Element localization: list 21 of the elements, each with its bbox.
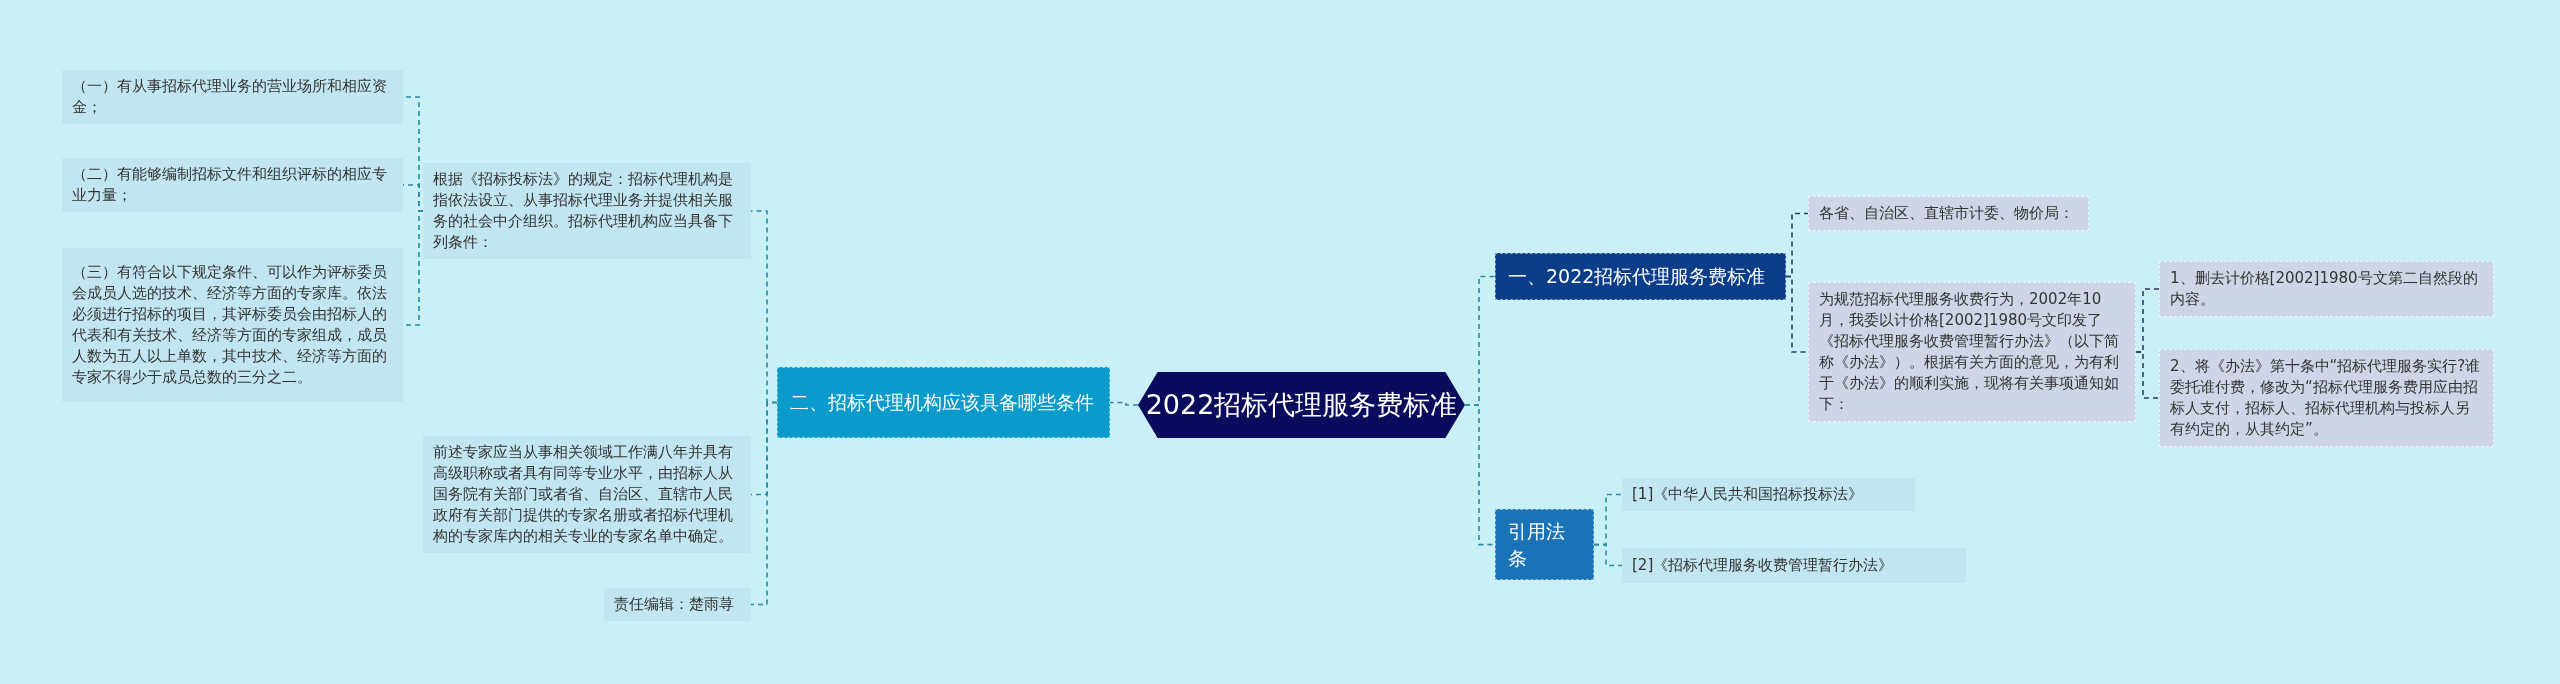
subtopic-box: 根据《招标投标法》的规定：招标代理机构是指依法设立、从事招标代理业务并提供相关服务的社会中介组织。招标代理机构应当具备下列条件： — [423, 163, 751, 259]
connector — [750, 401, 778, 606]
topic-box: 二、招标代理机构应该具备哪些条件 — [777, 367, 1110, 438]
subtopic-box: 2、将《办法》第十条中“招标代理服务实行?谁委托谁付费，修改为“招标代理服务费用应由招标人支付，招标人、招标代理机构与投标人另有约定的，从其约定”。 — [2159, 349, 2494, 447]
connector — [1785, 275, 1809, 353]
topic-box: 一、2022招标代理服务费标准 — [1495, 253, 1786, 300]
subtopic-box: 为规范招标代理服务收费行为，2002年10月，我委以计价格[2002]1980号文印发了《招标代理服务收费管理暂行办法》（以下简称《办法》）。根据有关方面的意见，为有利于《办法》的顺利实施，现将有关事项通知如下： — [1808, 282, 2136, 422]
subtopic-box: （三）有符合以下规定条件、可以作为评标委员会成员人选的技术、经济等方面的专家库。依法必须进行招标的项目，其评标委员会由招标人的代表和有关技术、经济等方面的专家组成，成员人数为五人以上单数，其中技术、经济等方面的专家不得少于成员总数的三分之二。 — [62, 248, 403, 402]
subtopic-box: （二）有能够编制招标文件和组织评标的相应专业力量； — [62, 158, 403, 212]
connector — [1109, 401, 1139, 406]
subtopic-box: 前述专家应当从事相关领域工作满八年并具有高级职称或者具有同等专业水平，由招标人从国务院有关部门或者省、自治区、直辖市人民政府有关部门提供的专家名册或者招标代理机构的专家库内的相关专业的专家名单中确定。 — [423, 436, 751, 553]
subtopic-box: （一）有从事招标代理业务的营业场所和相应资金； — [62, 70, 403, 124]
connector — [2135, 351, 2160, 399]
subtopic-box: 责任编辑：楚雨荨 — [604, 588, 751, 621]
subtopic-box: [2]《招标代理服务收费管理暂行办法》 — [1622, 548, 1966, 583]
topic-box: 引用法条 — [1495, 509, 1594, 581]
subtopic-box: [1]《中华人民共和国招标投标法》 — [1622, 478, 1915, 511]
connector — [1593, 543, 1623, 567]
central-topic: 2022招标代理服务费标准 — [1138, 372, 1465, 438]
subtopic-box: 各省、自治区、直辖市计委、物价局： — [1808, 196, 2089, 231]
subtopic-box: 1、删去计价格[2002]1980号文第二自然段的内容。 — [2159, 261, 2494, 317]
